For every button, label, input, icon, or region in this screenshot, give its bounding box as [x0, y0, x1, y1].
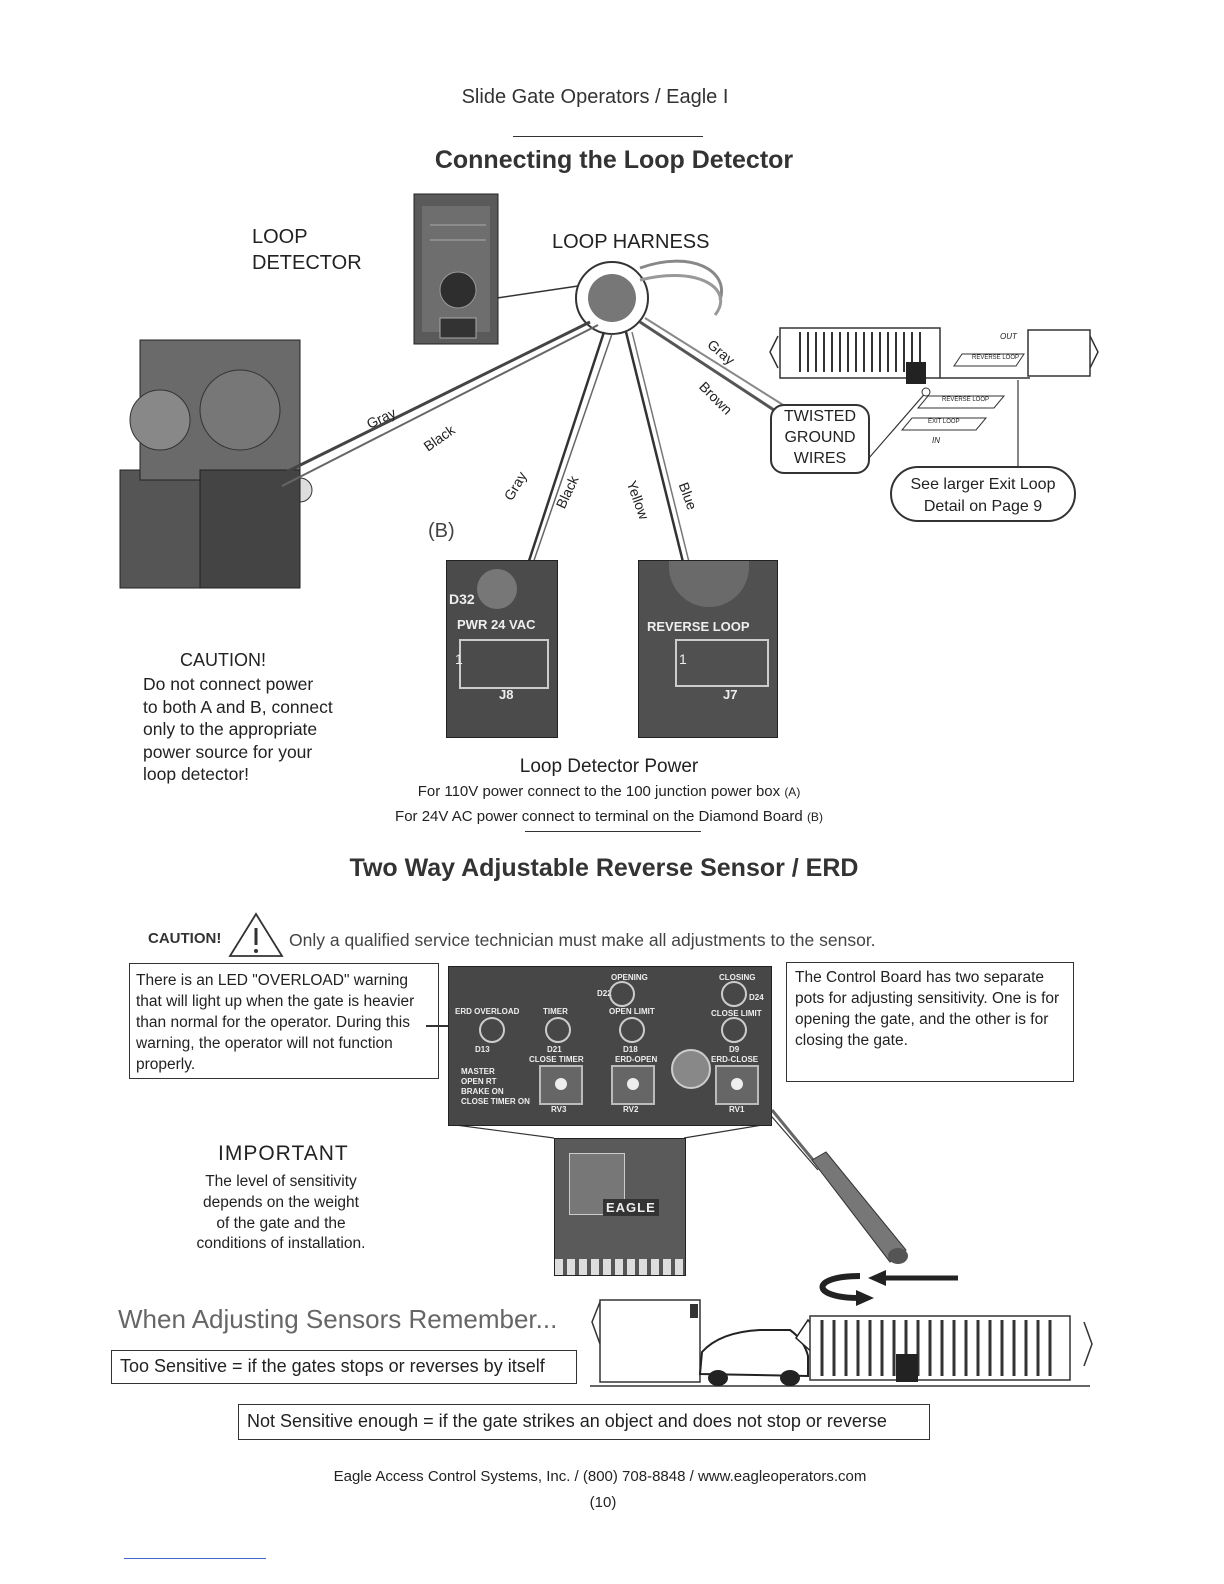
open-limit-label: OPEN LIMIT: [609, 1007, 655, 1016]
pin-one-label: 1: [679, 651, 687, 667]
car-icon: [698, 1329, 809, 1386]
erd-caution-text: Only a qualified service technician must…: [289, 930, 876, 950]
board-j8-photo: D32 PWR 24 VAC 1 J8: [446, 560, 558, 738]
pot-rv3: [539, 1065, 583, 1105]
led-indicator: [477, 569, 517, 609]
d9-label: D9: [729, 1045, 740, 1054]
power-line-110v: For 110V power connect to the 100 juncti…: [417, 783, 801, 800]
page-number: (10): [589, 1494, 617, 1511]
loop-detector-label: LOOP DETECTOR: [252, 226, 362, 274]
master-label: MASTER: [461, 1067, 495, 1076]
eagle-logo: EAGLE: [603, 1199, 659, 1216]
power-line-24v: For 24V AC power connect to terminal on …: [395, 808, 823, 825]
control-board-description-box: The Control Board has two separate pots …: [786, 962, 1074, 1082]
pot-rv2: [611, 1065, 655, 1105]
footer-rule: [124, 1558, 266, 1559]
d18-label: D18: [623, 1045, 638, 1054]
d22-label: D22: [597, 989, 612, 998]
not-sensitive-box: Not Sensitive enough = if the gate strik…: [238, 1404, 930, 1440]
pot-rv1: [715, 1065, 759, 1105]
important-title: IMPORTANT: [218, 1142, 349, 1165]
section-divider: [525, 831, 701, 832]
gate-operator-motor: [119, 339, 313, 589]
d21-label: D21: [547, 1045, 562, 1054]
erd-overload-label: ERD OVERLOAD: [455, 1007, 520, 1016]
header-rule: [513, 136, 703, 137]
slide-gate-diagram: [769, 327, 1099, 470]
j8-label: J8: [499, 687, 514, 702]
terminal-block: [675, 639, 769, 687]
erd-caution-label: CAUTION!: [148, 930, 222, 947]
remember-title: When Adjusting Sensors Remember...: [118, 1304, 558, 1334]
loop-harness-label: LOOP HARNESS: [552, 231, 710, 253]
exit-loop-label: EXIT LOOP: [928, 419, 960, 425]
page-title: Connecting the Loop Detector: [434, 146, 794, 174]
led-d18: [619, 1017, 645, 1043]
j7-label: J7: [723, 687, 738, 702]
loop-wiring-diagram: [119, 193, 1099, 589]
board-j7-photo: REVERSE LOOP 1 J7: [638, 560, 778, 738]
rv1-label: RV1: [729, 1105, 745, 1114]
screwdriver-icon: [770, 1109, 908, 1264]
terminal-strip: [555, 1259, 685, 1275]
warning-triangle-icon: [228, 912, 284, 957]
important-text: The level of sensitivity depends on the …: [196, 1173, 366, 1253]
caution-title: CAUTION!: [180, 650, 267, 670]
led-d21: [545, 1017, 571, 1043]
reverse-loop-top-label: REVERSE LOOP: [972, 355, 1020, 361]
board-capacitor: [671, 1049, 711, 1089]
close-timer-label: CLOSE TIMER: [529, 1055, 584, 1064]
footer-company: Eagle Access Control Systems, Inc. / (80…: [333, 1468, 867, 1485]
rv3-label: RV3: [551, 1105, 567, 1114]
control-board-photo: OPENING D22 CLOSING D24 ERD OVERLOAD TIM…: [448, 966, 772, 1126]
d32-label: D32: [449, 591, 475, 607]
d13-label: D13: [475, 1045, 490, 1054]
open-rt-label: OPEN RT: [461, 1077, 497, 1086]
pin-one-label: 1: [455, 651, 463, 667]
led-d9: [721, 1017, 747, 1043]
gate-out-label: OUT: [1000, 332, 1017, 341]
led-d13: [479, 1017, 505, 1043]
control-board-small-photo: EAGLE: [554, 1138, 686, 1276]
close-timer-on-label: CLOSE TIMER ON: [461, 1097, 530, 1106]
led-d24: [721, 981, 747, 1007]
rv2-label: RV2: [623, 1105, 639, 1114]
section-header: Slide Gate Operators / Eagle I: [461, 86, 729, 108]
loop-detector-device: [413, 193, 499, 345]
erd-close-label: ERD-CLOSE: [711, 1055, 759, 1064]
power-title: Loop Detector Power: [519, 756, 699, 777]
pwr-label: PWR 24 VAC: [457, 617, 536, 632]
reverse-loop-board-label: REVERSE LOOP: [647, 619, 750, 634]
timer-label: TIMER: [543, 1007, 568, 1016]
led-d22: [609, 981, 635, 1007]
d24-label: D24: [749, 993, 764, 1002]
reverse-arrows-icon: [819, 1270, 958, 1306]
too-sensitive-box: Too Sensitive = if the gates stops or re…: [111, 1350, 577, 1384]
terminal-block: [459, 639, 549, 689]
erd-section-title: Two Way Adjustable Reverse Sensor / ERD: [349, 854, 859, 882]
gate-in-label: IN: [932, 436, 940, 445]
twisted-ground-wires-callout: TWISTED GROUND WIRES: [770, 404, 870, 474]
gate-car-scene: [590, 1299, 1093, 1387]
terminal-b-label: (B): [428, 520, 455, 542]
exit-loop-reference-callout: See larger Exit Loop Detail on Page 9: [890, 466, 1076, 522]
overload-warning-box: There is an LED "OVERLOAD" warning that …: [129, 963, 439, 1079]
brake-on-label: BRAKE ON: [461, 1087, 504, 1096]
closing-label: CLOSING: [719, 973, 756, 982]
reverse-loop-mid-label: REVERSE LOOP: [942, 397, 990, 403]
opening-label: OPENING: [611, 973, 648, 982]
loop-harness-connector: [575, 259, 723, 335]
erd-open-label: ERD-OPEN: [615, 1055, 658, 1064]
erd-connector-lines: [426, 1025, 958, 1306]
caution-text: Do not connect power to both A and B, co…: [143, 674, 333, 785]
close-limit-label: CLOSE LIMIT: [711, 1009, 762, 1018]
